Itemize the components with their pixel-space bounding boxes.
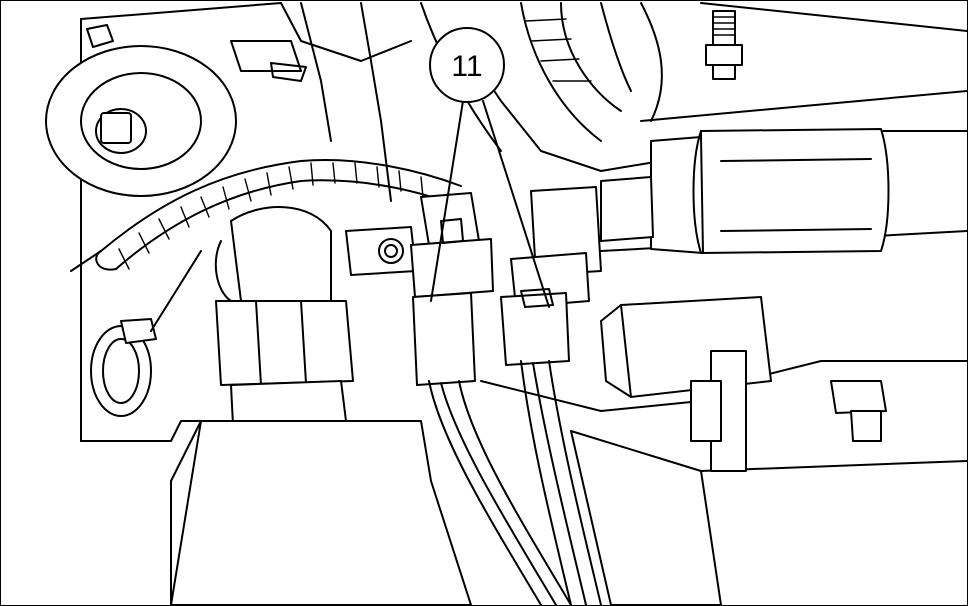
connector-wires [428,360,602,605]
hex-fitting-left [214,206,354,426]
pressure-fitting-right [600,296,887,472]
callout-label: 11 [451,50,482,83]
threaded-stud [705,10,743,80]
sensor-cylinder-upper [600,128,890,254]
lower-block [170,420,722,605]
pulley-housing [45,40,307,197]
corrugated-wire-harness [70,159,462,272]
mounting-bracket [345,226,417,276]
bolt-top-left [86,24,114,48]
hose-clamp [90,250,202,417]
callout-11: 11 [429,27,550,308]
connector-left [410,192,494,386]
connector-right [500,186,602,366]
